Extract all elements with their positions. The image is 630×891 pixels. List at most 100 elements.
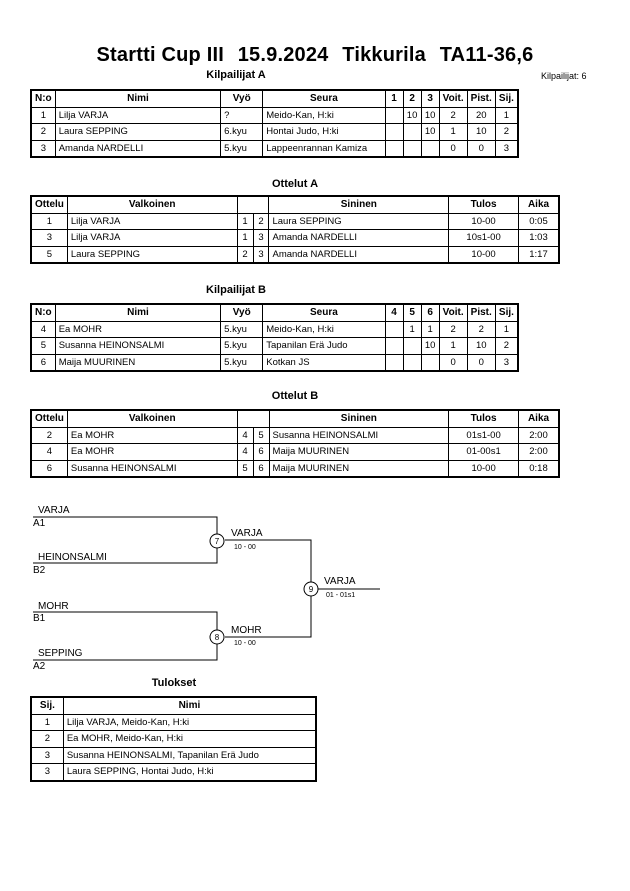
cell: 0 (438, 353, 468, 371)
cell: 1 (494, 320, 519, 338)
cell: 1 (236, 212, 254, 230)
cell: Tapanilan Erä Judo (262, 337, 386, 355)
cell: 3 (252, 229, 270, 247)
cell (384, 320, 404, 338)
col-vs-6: 6 (420, 304, 440, 322)
cell: Susanna HEINONSALMI, Tapanilan Erä Judo (62, 746, 317, 764)
cell: 2:00 (518, 426, 559, 444)
cell: 3 (31, 763, 64, 781)
cell (402, 139, 422, 157)
cell: 01s1-00 (448, 426, 520, 444)
cell: 0:18 (518, 459, 559, 477)
event-place: Tikkurila (342, 44, 426, 66)
col-time: Aika (518, 410, 559, 428)
cell: Ea MOHR (66, 426, 238, 444)
cell: 2 (494, 337, 519, 355)
cell (402, 337, 422, 355)
pool-b-header-row: N:o Nimi Vyö Seura 4 5 6 Voit. Pist. Sij… (31, 304, 519, 322)
final-score: 01 - 01s1 (326, 592, 355, 599)
cell: 1:03 (518, 229, 559, 247)
cell: 5.kyu (220, 337, 264, 355)
matches-a-table: Ottelu Valkoinen Sininen Tulos Aika 1 Li… (30, 195, 560, 264)
cell: 6 (31, 459, 68, 477)
match-9-circle (303, 581, 319, 597)
cell: 10-00 (448, 459, 520, 477)
bracket-lines-semi2 (33, 590, 312, 661)
cell: 10 (420, 123, 440, 141)
table-row: 4 Ea MOHR 5.kyu Meido-Kan, H:ki 1 1 2 2 … (31, 320, 519, 338)
matches-b-table: Ottelu Valkoinen Sininen Tulos Aika 2 Ea… (30, 409, 560, 478)
cell: Ea MOHR (54, 320, 222, 338)
col-vs-3: 3 (420, 90, 440, 108)
cell: Lilja VARJA (66, 212, 238, 230)
col-time: Aika (518, 196, 559, 214)
cell: 4 (236, 426, 254, 444)
table-row: 1 Lilja VARJA ? Meido-Kan, H:ki 10 10 2 … (31, 106, 519, 124)
semi1-top-name: VARJA (38, 505, 70, 516)
col-vs-5: 5 (402, 304, 422, 322)
cell: 3 (494, 139, 519, 157)
semi2-bottom-name: SEPPING (38, 648, 83, 659)
matches-b-header-row: Ottelu Valkoinen Sininen Tulos Aika (31, 410, 559, 428)
table-row: 2 Laura SEPPING 6.kyu Hontai Judo, H:ki … (31, 123, 519, 141)
competitor-count: Kilpailijat: 6 (541, 71, 587, 81)
cell: 10-00 (448, 212, 520, 230)
col-no: N:o (31, 90, 56, 108)
semi2-score: 10 - 00 (234, 640, 256, 647)
semi1-top-seed: A1 (33, 518, 46, 529)
cell: Lilja VARJA (66, 229, 238, 247)
col-club: Seura (262, 90, 386, 108)
cell: 4 (31, 320, 56, 338)
cell: 0 (466, 353, 496, 371)
cell: 2:00 (518, 443, 559, 461)
cell: 4 (236, 443, 254, 461)
col-belt: Vyö (220, 304, 264, 322)
match-8-circle (209, 629, 225, 645)
cell: 2 (438, 106, 468, 124)
col-points: Pist. (466, 304, 496, 322)
cell: 5.kyu (220, 139, 264, 157)
match-7-circle (209, 533, 225, 549)
cell: 10 (466, 123, 496, 141)
cell: 2 (31, 730, 64, 748)
cell (420, 139, 440, 157)
table-row: 2 Ea MOHR, Meido-Kan, H:ki (31, 730, 317, 748)
bracket-diagram: VARJA A1 HEINONSALMI B2 7 VARJA 10 - 00 … (33, 505, 380, 672)
cell: 5 (31, 337, 56, 355)
cell: Ea MOHR (66, 443, 238, 461)
cell: ? (220, 106, 264, 124)
cell: Maija MUURINEN (268, 459, 450, 477)
cell: 6 (31, 353, 56, 371)
cell: 6 (252, 459, 270, 477)
semi2-top-seed: B1 (33, 613, 46, 624)
final-winner: VARJA (324, 576, 356, 587)
cell: 5 (236, 459, 254, 477)
pool-a-header-row: N:o Nimi Vyö Seura 1 2 3 Voit. Pist. Sij… (31, 90, 519, 108)
col-result: Tulos (448, 410, 520, 428)
cell: 5 (31, 245, 68, 263)
cell: Hontai Judo, H:ki (262, 123, 386, 141)
col-vs-2: 2 (402, 90, 422, 108)
cell: Amanda NARDELLI (268, 229, 450, 247)
cell: 6 (252, 443, 270, 461)
semi2-top-name: MOHR (38, 601, 69, 612)
cell: 1 (31, 713, 64, 731)
cell (384, 106, 404, 124)
cell: Laura SEPPING (54, 123, 222, 141)
table-row: 6 Maija MUURINEN 5.kyu Kotkan JS 0 0 3 (31, 353, 519, 371)
cell: Maija MUURINEN (54, 353, 222, 371)
col-white: Valkoinen (66, 410, 238, 428)
pool-a-heading: Kilpailijat A (206, 69, 266, 81)
cell: 0 (466, 139, 496, 157)
cell: Lappeenrannan Kamiza (262, 139, 386, 157)
event-category: TA11-36,6 (439, 44, 534, 66)
table-row: 1 Lilja VARJA, Meido-Kan, H:ki (31, 713, 317, 731)
cell: Kotkan JS (262, 353, 386, 371)
matches-a-header-row: Ottelu Valkoinen Sininen Tulos Aika (31, 196, 559, 214)
col-name: Nimi (62, 697, 317, 715)
cell: 20 (466, 106, 496, 124)
table-row: 6 Susanna HEINONSALMI 5 6 Maija MUURINEN… (31, 459, 559, 477)
cell: 2 (31, 123, 56, 141)
cell: 2 (236, 245, 254, 263)
cell: 1:17 (518, 245, 559, 263)
